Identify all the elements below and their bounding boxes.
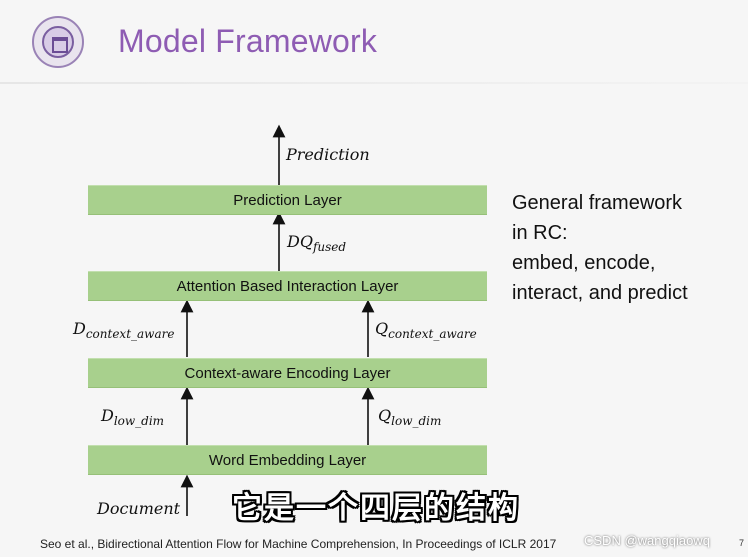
description-line-2: in RC: bbox=[512, 222, 568, 244]
label-q-low-dim: Qlow_dim bbox=[378, 406, 442, 428]
dq-base: DQ bbox=[287, 232, 313, 251]
d-low-subscript: low_dim bbox=[113, 414, 165, 428]
framework-description: General framework in RC: embed, encode, … bbox=[512, 188, 742, 308]
d-low-base: D bbox=[101, 406, 114, 425]
attention-interaction-layer: Attention Based Interaction Layer bbox=[88, 271, 487, 301]
csdn-watermark: CSDN @wangqiaowq bbox=[584, 533, 710, 548]
prediction-layer: Prediction Layer bbox=[88, 185, 487, 215]
citation-footer: Seo et al., Bidirectional Attention Flow… bbox=[40, 537, 557, 551]
slide-header: Model Framework bbox=[0, 0, 748, 84]
description-line-1: General framework bbox=[512, 192, 683, 214]
word-embedding-layer: Word Embedding Layer bbox=[88, 445, 487, 475]
label-q-context-aware: Qcontext_aware bbox=[375, 319, 477, 341]
q-low-subscript: low_dim bbox=[391, 414, 442, 428]
video-subtitle: 它是一个四层的结构 bbox=[232, 491, 520, 526]
description-line-3: embed, encode, bbox=[512, 252, 656, 274]
q-ctx-subscript: context_aware bbox=[388, 327, 477, 341]
d-ctx-subscript: context_aware bbox=[85, 327, 175, 341]
slide-title: Model Framework bbox=[118, 23, 378, 59]
q-ctx-base: Q bbox=[375, 319, 389, 338]
dq-subscript: fused bbox=[312, 240, 347, 254]
label-dq-fused: DQfused bbox=[287, 232, 347, 254]
label-prediction-output: Prediction bbox=[286, 145, 370, 164]
page-number: 7 bbox=[739, 538, 745, 548]
description-line-4: interact, and predict bbox=[512, 282, 688, 304]
d-ctx-base: D bbox=[73, 319, 86, 338]
label-d-context-aware: Dcontext_aware bbox=[73, 319, 175, 341]
context-encoding-layer: Context-aware Encoding Layer bbox=[88, 358, 487, 388]
university-logo bbox=[32, 16, 84, 68]
label-document-input: Document bbox=[97, 499, 181, 518]
header-divider bbox=[0, 82, 748, 84]
label-d-low-dim: Dlow_dim bbox=[101, 406, 165, 428]
q-low-base: Q bbox=[378, 406, 392, 425]
